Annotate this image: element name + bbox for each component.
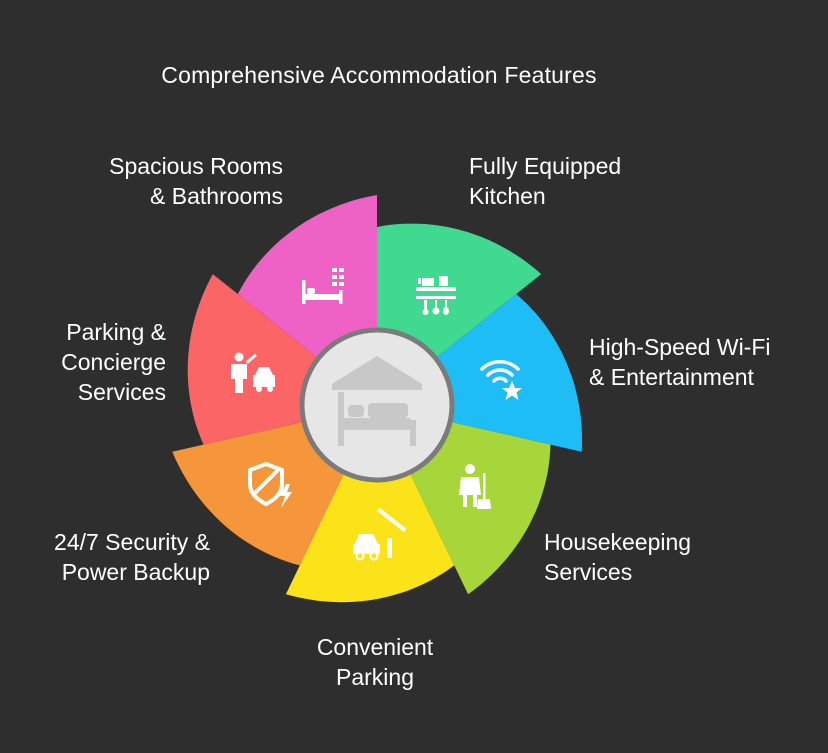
bed-icon <box>302 268 344 304</box>
central-hub <box>299 327 455 483</box>
label-rooms: Spacious Rooms& Bathrooms <box>109 153 283 209</box>
wifi-star-icon <box>480 360 522 400</box>
kitchen-shelf-icon <box>416 276 456 315</box>
segment-rooms <box>237 195 377 362</box>
segment-kitchen <box>377 223 542 362</box>
segment-security <box>172 420 347 566</box>
label-security: 24/7 Security &Power Backup <box>54 529 210 585</box>
diagram-title: Comprehensive Accommodation Features <box>161 62 597 88</box>
house-bed-icon <box>332 356 422 446</box>
housekeeper-icon <box>459 464 491 509</box>
car-barrier-icon <box>353 507 407 561</box>
label-wifi: High-Speed Wi-Fi& Entertainment <box>589 334 771 390</box>
valet-car-icon <box>231 352 275 393</box>
segment-concierge <box>187 274 323 445</box>
shield-bolt-icon <box>248 461 292 508</box>
